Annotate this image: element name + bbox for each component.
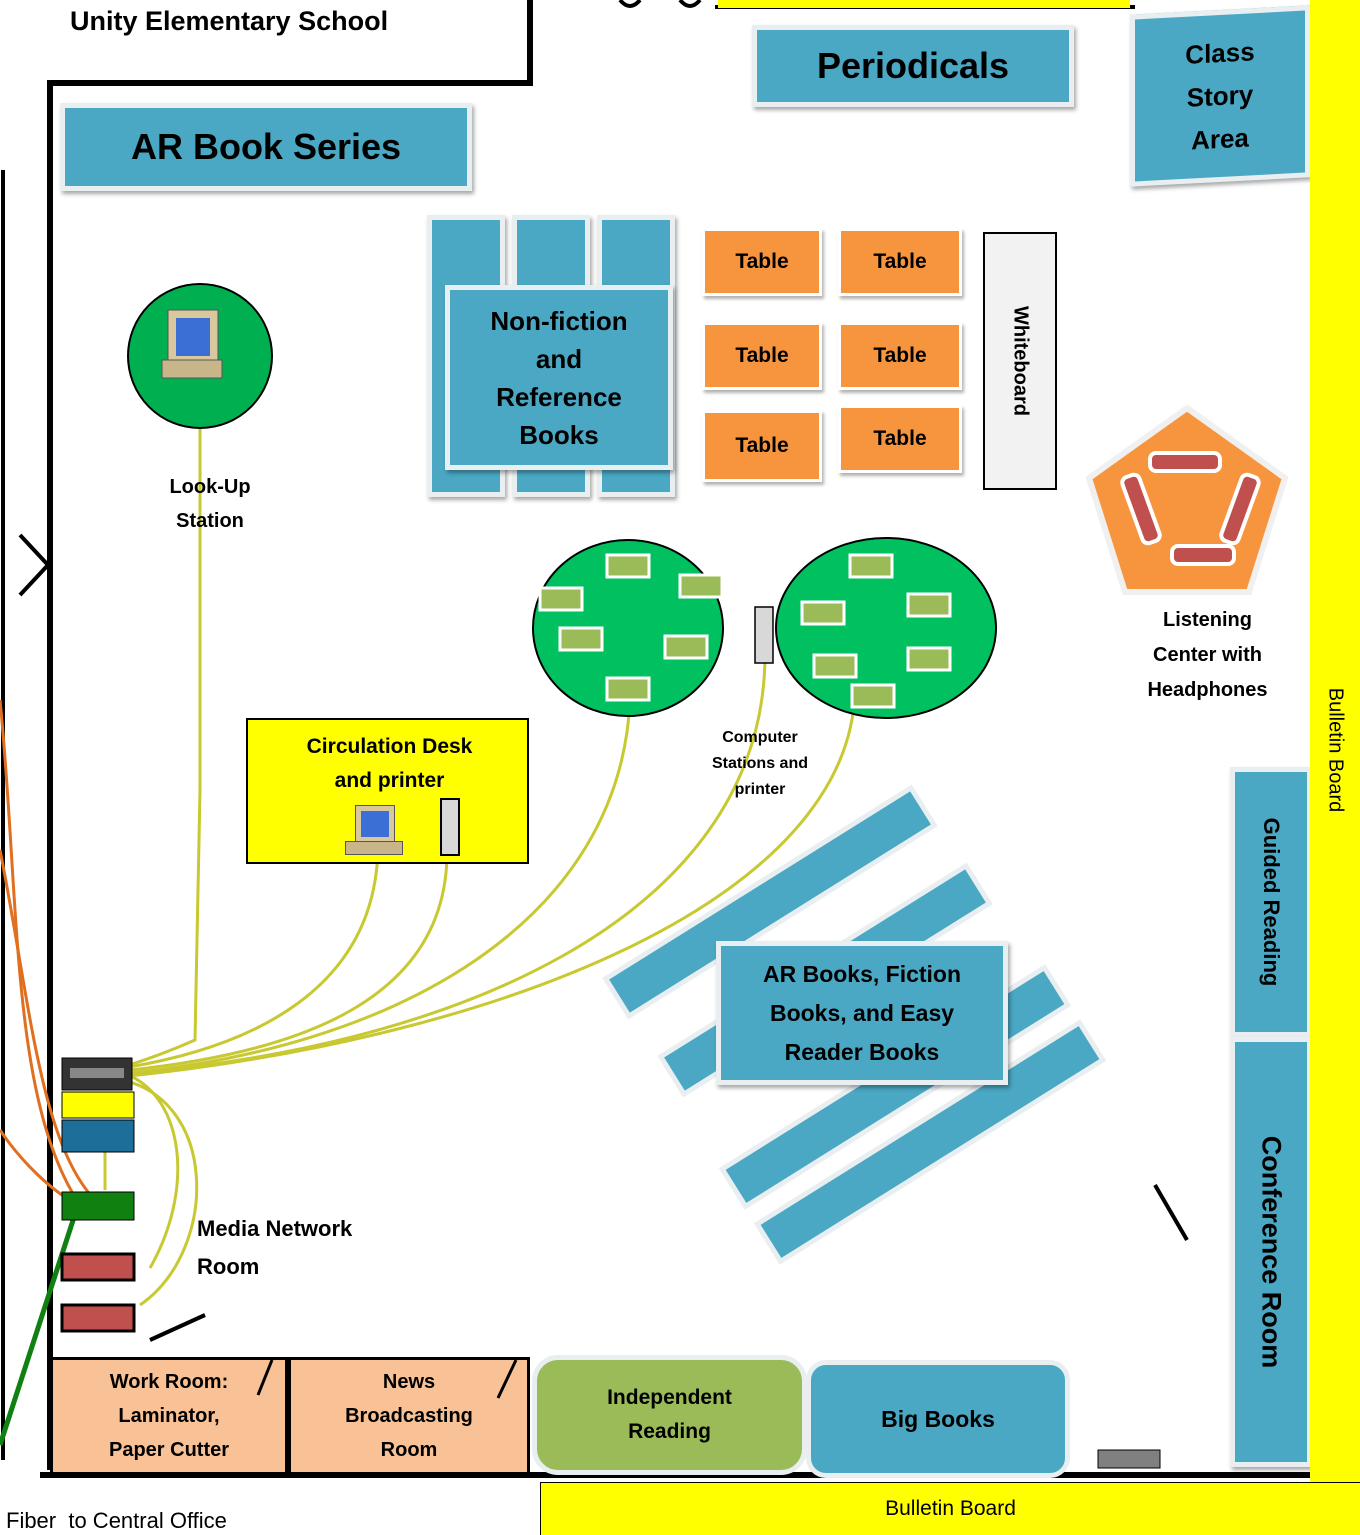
independent-reading-area: Independent Reading: [532, 1355, 807, 1475]
whiteboard: Whiteboard: [983, 232, 1057, 490]
table-4: Table: [838, 322, 962, 390]
computer-line-1: Computer: [722, 729, 798, 746]
news-broadcasting-room: News Broadcasting Room: [288, 1357, 530, 1475]
news-room-line-3: Room: [380, 1439, 438, 1461]
conference-room: Conference Room: [1230, 1037, 1312, 1467]
ar-fiction-line-3: Reader Books: [784, 1038, 940, 1065]
media-line-2: Room: [197, 1254, 260, 1279]
school-name: Unity Elementary School: [70, 6, 389, 36]
door-mark-left: [18, 533, 51, 597]
nonfiction-label-box: Non-fiction and Reference Books: [445, 285, 673, 470]
guided-reading-area: Guided Reading: [1230, 767, 1312, 1037]
network-rack: [60, 1057, 136, 1333]
ar-book-series-label: AR Book Series: [130, 126, 402, 167]
bulletin-board-top: [718, 0, 1130, 8]
fiber-cable: [0, 1204, 81, 1446]
lookup-line-1: Look-Up: [169, 476, 251, 498]
ar-fiction-line-1: AR Books, Fiction: [762, 960, 962, 987]
lookup-line-2: Station: [176, 510, 244, 532]
periodicals-label: Periodicals: [816, 45, 1010, 86]
ar-fiction-line-2: Books, and Easy: [769, 999, 955, 1026]
news-room-line-2: Broadcasting: [345, 1405, 473, 1427]
table-1: Table: [702, 228, 822, 296]
nonfiction-line-4: Books: [519, 419, 599, 450]
listening-line-3: Headphones: [1147, 679, 1268, 701]
lookup-computer-icon: [161, 309, 223, 379]
bulletin-board-right: Bulletin Board: [1310, 0, 1360, 1482]
listening-line-1: Listening: [1163, 609, 1252, 631]
computer-stations-label: Computer Stations and printer: [690, 725, 830, 803]
ar-fiction-label-box: AR Books, Fiction Books, and Easy Reader…: [716, 941, 1008, 1085]
computer-line-2: Stations and: [711, 755, 808, 772]
fiber-label: Fiber to Central Office: [6, 1508, 227, 1533]
door-mark-media: [149, 1313, 206, 1342]
shared-printer: [754, 606, 774, 664]
top-door-arc: [618, 0, 702, 8]
media-line-1: Media Network: [197, 1216, 353, 1241]
computer-line-3: printer: [734, 781, 786, 798]
work-room-line-3: Paper Cutter: [108, 1439, 230, 1461]
lookup-station-label: Look-Up Station: [140, 470, 280, 538]
bulletin-board-bottom: Bulletin Board: [540, 1482, 1360, 1535]
table-3: Table: [702, 322, 822, 390]
listening-center-label: Listening Center with Headphones: [1110, 603, 1305, 708]
nonfiction-line-1: Non-fiction: [490, 305, 628, 336]
floor-mark: [1097, 1449, 1161, 1469]
computer-seats: [538, 553, 952, 709]
circulation-desk: Circulation Desk and printer: [246, 718, 529, 864]
circulation-desk-title: Circulation Desk and printer: [248, 730, 531, 798]
independent-line-2: Reading: [628, 1420, 711, 1443]
work-room-line-2: Laminator,: [118, 1405, 220, 1427]
big-books-label: Big Books: [881, 1405, 995, 1432]
circulation-line-2: and printer: [334, 769, 445, 792]
circulation-printer-icon: [440, 798, 460, 856]
work-room-line-1: Work Room:: [109, 1371, 229, 1393]
door-mark-conference: [1153, 1183, 1189, 1242]
news-room-line-1: News: [382, 1371, 436, 1393]
listening-line-2: Center with: [1153, 644, 1262, 666]
computer-cluster-left: [532, 539, 724, 717]
outer-wall: [47, 0, 533, 1470]
listening-center-pentagon: [1085, 404, 1289, 595]
media-network-room-label: Media Network Room: [197, 1210, 352, 1286]
ar-book-series-shelf: AR Book Series: [60, 103, 472, 191]
listening-seats: [1120, 451, 1261, 566]
independent-line-1: Independent: [607, 1386, 732, 1409]
table-6: Table: [838, 405, 962, 473]
work-room: Work Room: Laminator, Paper Cutter: [50, 1357, 288, 1475]
circulation-line-1: Circulation Desk: [306, 735, 473, 758]
circulation-computer-icon: [343, 805, 403, 857]
nonfiction-line-3: Reference: [496, 381, 622, 412]
big-books-area: Big Books: [806, 1360, 1070, 1478]
periodicals-shelf: Periodicals: [752, 25, 1074, 107]
nonfiction-line-2: and: [535, 343, 583, 374]
table-2: Table: [838, 228, 962, 296]
table-5: Table: [702, 410, 822, 482]
bulletin-board-bottom-label: Bulletin Board: [885, 1497, 1016, 1520]
